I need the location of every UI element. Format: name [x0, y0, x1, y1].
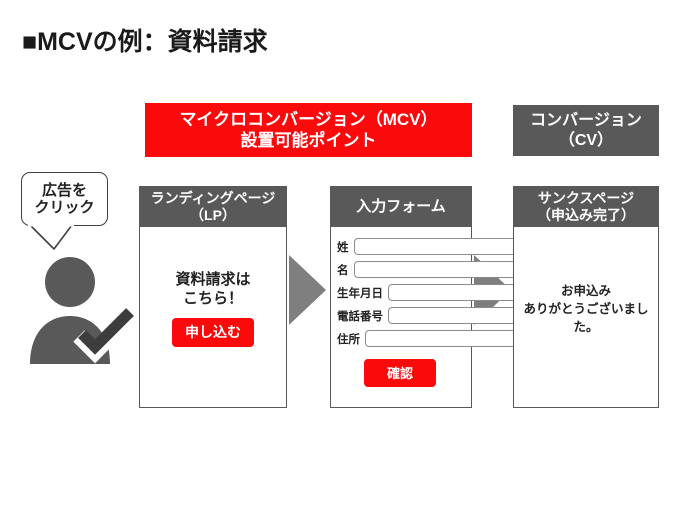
landing-page-card-header: ランディングページ （LP）: [140, 187, 286, 227]
mcv-banner-line1: マイクロコンバージョン（MCV）: [179, 109, 438, 129]
thanks-message-line2: ありがとうございました。: [523, 302, 649, 335]
thanks-page-header-line2: （申込み完了）: [537, 207, 635, 223]
label-last-name: 姓: [337, 241, 349, 254]
form-submit-wrapper: 確認: [337, 359, 463, 387]
confirm-button[interactable]: 確認: [363, 359, 436, 387]
thanks-message-line1: お申込み: [560, 284, 611, 298]
arrow-lp-to-form: [289, 255, 326, 325]
speech-bubble-line1: 広告を: [41, 181, 87, 199]
landing-page-headline-line2: こちら！: [182, 289, 243, 307]
cv-banner-line1: コンバージョン: [530, 111, 642, 129]
thanks-page-card-header: サンクスページ （申込み完了）: [514, 187, 658, 227]
page-title: ■MCVの例：資料請求: [22, 28, 268, 56]
form-row-first-name: 名: [337, 261, 537, 278]
apply-button[interactable]: 申し込む: [172, 317, 254, 347]
form-row-address: 住所: [337, 330, 548, 347]
thanks-page-card: サンクスページ （申込み完了） お申込み ありがとうございました。: [513, 186, 659, 408]
landing-page-header-line2: （LP）: [190, 207, 236, 223]
speech-bubble-line2: クリック: [34, 199, 95, 216]
speech-bubble: 広告を クリック: [21, 172, 108, 226]
person-with-check-icon: [30, 257, 138, 364]
landing-page-card: ランディングページ （LP） 資料請求は こちら！ 申し込む: [139, 186, 287, 408]
thanks-page-header-line1: サンクスページ: [537, 190, 635, 207]
input-form-card-body: 姓 名 生年月日 電話番号 住所 確認: [331, 227, 571, 407]
landing-page-header-line1: ランディングページ: [150, 190, 276, 207]
label-address: 住所: [337, 333, 360, 346]
landing-page-headline-line1: 資料請求は: [175, 271, 251, 288]
form-row-birthdate: 生年月日: [337, 284, 571, 301]
input-form-card-header: 入力フォーム: [331, 187, 471, 227]
speech-bubble-tail: [28, 224, 74, 250]
input-form-card: 入力フォーム 姓 名 生年月日 電話番号 住所: [330, 186, 571, 408]
form-row-last-name: 姓: [337, 238, 537, 255]
input-form-header-line1: 入力フォーム: [356, 198, 446, 215]
input-last-name[interactable]: [353, 238, 537, 255]
label-first-name: 名: [337, 264, 349, 277]
input-address[interactable]: [365, 330, 548, 347]
thanks-page-card-body: お申込み ありがとうございました。: [514, 227, 658, 407]
thanks-message: お申込み ありがとうございました。: [514, 282, 658, 336]
label-phone: 電話番号: [337, 310, 383, 323]
landing-page-headline: 資料請求は こちら！: [175, 271, 250, 309]
cv-banner-line2: （CV）: [558, 131, 614, 149]
mcv-banner: マイクロコンバージョン（MCV） 設置可能ポイント: [145, 103, 472, 157]
form-row-phone: 電話番号: [337, 307, 571, 324]
cv-banner: コンバージョン （CV）: [513, 105, 659, 156]
label-birthdate: 生年月日: [337, 287, 383, 300]
mcv-banner-line2: 設置可能ポイント: [240, 131, 377, 150]
landing-page-card-body: 資料請求は こちら！ 申し込む: [140, 227, 286, 407]
input-first-name[interactable]: [353, 261, 537, 278]
